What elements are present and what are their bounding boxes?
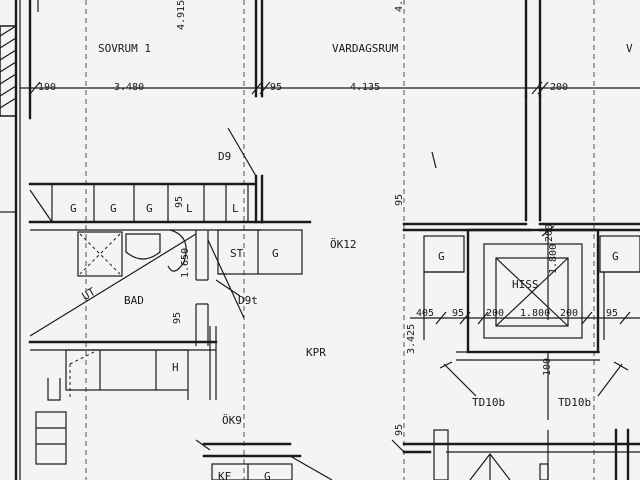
dim-405: 405 xyxy=(416,308,434,319)
dimension-line-elevator xyxy=(410,225,640,325)
fixture-g5: G xyxy=(438,250,445,263)
cupboards-right xyxy=(423,235,640,340)
walls-right xyxy=(402,94,640,232)
fixture-g3: G xyxy=(146,202,153,215)
dim-3480: 3.480 xyxy=(114,82,144,93)
room-label-hiss: HISS xyxy=(512,278,539,291)
room-label-vardagsrum: VARDAGSRUM xyxy=(332,42,399,55)
dim-1800-vertical: 1.800 xyxy=(548,244,559,274)
dim-200-top: 200 xyxy=(550,82,568,93)
dim-190: 190 xyxy=(38,82,56,93)
fixture-st: ST xyxy=(230,247,244,260)
kitchen-counter xyxy=(28,326,218,465)
walls-bottom-right xyxy=(391,428,640,480)
fixture-l1: L xyxy=(186,202,193,215)
storage-cabinet xyxy=(217,229,303,275)
tag-ok9: ÖK9 xyxy=(222,414,242,427)
dim-95-kitchen: 95 xyxy=(172,312,183,324)
room-label-kpr: KPR xyxy=(306,346,326,359)
room-label-partial: V xyxy=(626,42,633,55)
tag-ok12: ÖK12 xyxy=(330,238,357,251)
fixture-g1: G xyxy=(70,202,77,215)
bathroom xyxy=(29,229,245,346)
dim-200-left: 200 xyxy=(486,308,504,319)
exterior-wall-left xyxy=(0,0,21,480)
fixture-g2: G xyxy=(110,202,117,215)
walls-bottom-left xyxy=(195,439,333,480)
fixture-g7: G xyxy=(264,470,271,480)
dimension-line-top xyxy=(20,81,640,95)
tag-d9: D9 xyxy=(218,150,231,163)
fixture-l2: L xyxy=(232,202,239,215)
fixture-g4: G xyxy=(272,247,279,260)
fixture-h: H xyxy=(172,361,179,374)
tag-td10b-left: TD10b xyxy=(472,396,505,409)
dim-49: 4.9 xyxy=(394,0,405,12)
dim-100: 100 xyxy=(542,358,553,376)
room-label-bad: BAD xyxy=(124,294,144,307)
tag-td10b-right: TD10b xyxy=(558,396,591,409)
dim-1800-horizontal: 1.800 xyxy=(520,308,550,319)
dim-95-right: 95 xyxy=(606,308,618,319)
dim-4135: 4.135 xyxy=(350,82,380,93)
dim-200-right: 200 xyxy=(560,308,578,319)
walls-top xyxy=(28,0,542,120)
dim-3425: 3.425 xyxy=(406,324,417,354)
dim-95-closet: 95 xyxy=(174,196,185,208)
room-label-sovrum: SOVRUM 1 xyxy=(98,42,151,55)
dim-200-shaft: 200 xyxy=(544,224,555,242)
dim-95-left: 95 xyxy=(452,308,464,319)
dim-95-top: 95 xyxy=(270,82,282,93)
dim-4915: 4.915 xyxy=(176,0,187,30)
reference-lines xyxy=(85,0,595,480)
dim-95-kpr: 95 xyxy=(394,194,405,206)
fixture-kf: KF xyxy=(218,470,231,480)
dim-1650: 1.650 xyxy=(180,248,191,278)
fixture-g6: G xyxy=(612,250,619,263)
tag-d9t: D9t xyxy=(238,294,258,307)
elevator-shaft xyxy=(456,228,600,480)
dim-95-bottom: 95 xyxy=(394,424,405,436)
td10b-doors xyxy=(439,361,629,397)
room-label-ut: UT xyxy=(80,285,98,303)
